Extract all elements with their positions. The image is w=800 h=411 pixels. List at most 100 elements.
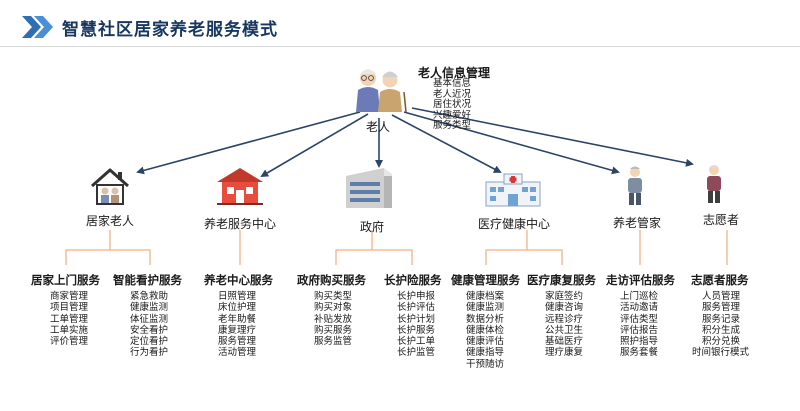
group-list-health-mgmt: 健康档案 健康监测 数据分析 健康体检 健康评估 健康指导 干预随访 — [466, 291, 504, 370]
node-home-elder: 居家老人 — [86, 214, 135, 228]
list-item: 服务管理 — [702, 302, 741, 314]
list-item: 长护评估 — [397, 302, 436, 314]
group-list-volunteer: 人员管理 服务管理 服务记录 积分生成 积分兑换 时间银行模式 — [692, 291, 749, 359]
list-item: 服务管理 — [218, 336, 257, 348]
group-title-ltc-insurance: 长护险服务 — [384, 273, 442, 287]
volunteer-person-icon — [707, 165, 721, 203]
list-item: 日照管理 — [218, 291, 257, 302]
group-list-visit-assess: 上门巡检 活动邀请 评估类型 评估报告 照护指导 服务套餐 — [620, 291, 658, 359]
list-item: 健康监测 — [466, 302, 505, 314]
list-item: 健康指导 — [466, 347, 505, 359]
list-item: 评估类型 — [620, 313, 659, 325]
arrow-to-volunteer — [411, 107, 694, 167]
list-item: 基础医疗 — [545, 336, 584, 348]
list-item: 紧急救助 — [130, 291, 169, 302]
node-service-center: 养老服务中心 — [204, 217, 277, 231]
list-item: 活动邀请 — [620, 302, 659, 314]
list-item: 健康监测 — [130, 302, 169, 314]
group-title-gov-purchase: 政府购买服务 — [297, 273, 366, 287]
list-item: 长护计划 — [397, 313, 436, 325]
group-brackets — [65, 230, 728, 265]
list-item: 远程诊疗 — [545, 313, 584, 325]
list-item: 上门巡检 — [620, 291, 659, 302]
elder-info-list: 基本信息 老人近况 居住状况 兴趣爱好 服务类型 — [433, 78, 472, 132]
list-item: 购买服务 — [314, 324, 353, 336]
group-list-gov-purchase: 购买类型 购买对象 补贴发放 购买服务 服务监管 — [314, 291, 352, 347]
list-item: 家庭签约 — [545, 291, 584, 302]
elder-info-item: 居住状况 — [433, 99, 472, 111]
list-item: 项目管理 — [50, 302, 89, 314]
arrow-to-service-center — [260, 113, 369, 178]
list-item: 活动管理 — [218, 347, 257, 359]
bracket-medical-center — [485, 230, 563, 265]
elder-info-item: 服务类型 — [433, 120, 472, 132]
list-item: 安全看护 — [130, 324, 169, 336]
hospital-icon — [485, 173, 541, 207]
list-item: 补贴发放 — [314, 313, 353, 325]
list-item: 公共卫生 — [545, 324, 584, 336]
list-item: 商家管理 — [50, 291, 89, 302]
list-item: 体征监测 — [130, 313, 169, 325]
service-center-building-icon — [217, 168, 263, 205]
list-item: 积分生成 — [702, 324, 741, 336]
list-item: 工单实施 — [50, 324, 89, 336]
group-title-smart-care: 智能看护服务 — [113, 273, 182, 287]
node-caretaker: 养老管家 — [613, 216, 662, 230]
arrow-to-caretaker — [403, 111, 620, 175]
list-item: 时间银行模式 — [692, 347, 750, 359]
list-item: 评价管理 — [50, 336, 89, 348]
node-medical-center: 医疗健康中心 — [478, 217, 551, 231]
bracket-government — [335, 230, 413, 265]
group-title-center-service: 养老中心服务 — [204, 273, 273, 287]
group-title-health-mgmt: 健康管理服务 — [451, 273, 520, 287]
list-item: 健康档案 — [466, 291, 505, 302]
group-list-home-visit: 商家管理 项目管理 工单管理 工单实施 评价管理 — [50, 291, 88, 347]
list-item: 健康体检 — [466, 324, 505, 336]
list-item: 积分兑换 — [702, 336, 741, 348]
list-item: 健康评估 — [466, 336, 505, 348]
elder-info-item: 基本信息 — [433, 78, 472, 89]
list-item: 长护申报 — [397, 291, 436, 302]
list-item: 长护监管 — [397, 347, 436, 359]
list-item: 购买对象 — [314, 302, 353, 314]
list-item: 工单管理 — [50, 313, 89, 325]
government-building-icon — [346, 168, 392, 208]
list-item: 数据分析 — [466, 313, 505, 325]
elder-label: 老人 — [366, 120, 391, 134]
list-item: 服务监管 — [314, 336, 353, 348]
elder-info-item: 老人近况 — [433, 88, 472, 100]
list-item: 康复理疗 — [218, 324, 257, 336]
title-bar: 智慧社区居家养老服务模式 — [22, 14, 278, 40]
list-item: 人员管理 — [702, 291, 741, 302]
list-item: 干预随访 — [466, 358, 505, 370]
relation-arrows — [136, 107, 694, 178]
list-item: 长护工单 — [397, 336, 436, 348]
group-list-ltc-insurance: 长护申报 长护评估 长护计划 长护服务 长护工单 长护监管 — [397, 291, 435, 359]
list-item: 购买类型 — [314, 291, 353, 302]
list-item: 床位护理 — [218, 302, 257, 314]
list-item: 理疗康复 — [545, 347, 584, 359]
node-government: 政府 — [360, 220, 385, 234]
double-chevron-icon — [22, 16, 53, 38]
group-title-medical-rehab: 医疗康复服务 — [527, 273, 596, 287]
list-item: 评估报告 — [620, 324, 659, 336]
arrow-to-medical-center — [391, 114, 502, 173]
list-item: 老年助餐 — [218, 313, 257, 325]
list-item: 定位看护 — [130, 336, 169, 348]
group-title-volunteer: 志愿者服务 — [691, 273, 749, 287]
elder-info-item: 兴趣爱好 — [433, 109, 472, 121]
elder-info-title: 老人信息管理 — [418, 66, 491, 80]
bracket-home-elder — [65, 230, 151, 265]
list-item: 健康咨询 — [545, 302, 584, 314]
elderly-couple-icon — [356, 69, 407, 113]
group-list-medical-rehab: 家庭签约 健康咨询 远程诊疗 公共卫生 基础医疗 理疗康复 — [545, 291, 583, 359]
list-item: 长护服务 — [397, 324, 436, 336]
group-title-home-visit: 居家上门服务 — [31, 273, 100, 287]
page-title: 智慧社区居家养老服务模式 — [62, 19, 278, 40]
group-title-visit-assess: 走访评估服务 — [606, 273, 675, 287]
group-list-center-service: 日照管理 床位护理 老年助餐 康复理疗 服务管理 活动管理 — [218, 291, 256, 359]
list-item: 照护指导 — [620, 336, 659, 348]
caretaker-person-icon — [628, 166, 642, 205]
list-item: 服务记录 — [702, 313, 741, 325]
